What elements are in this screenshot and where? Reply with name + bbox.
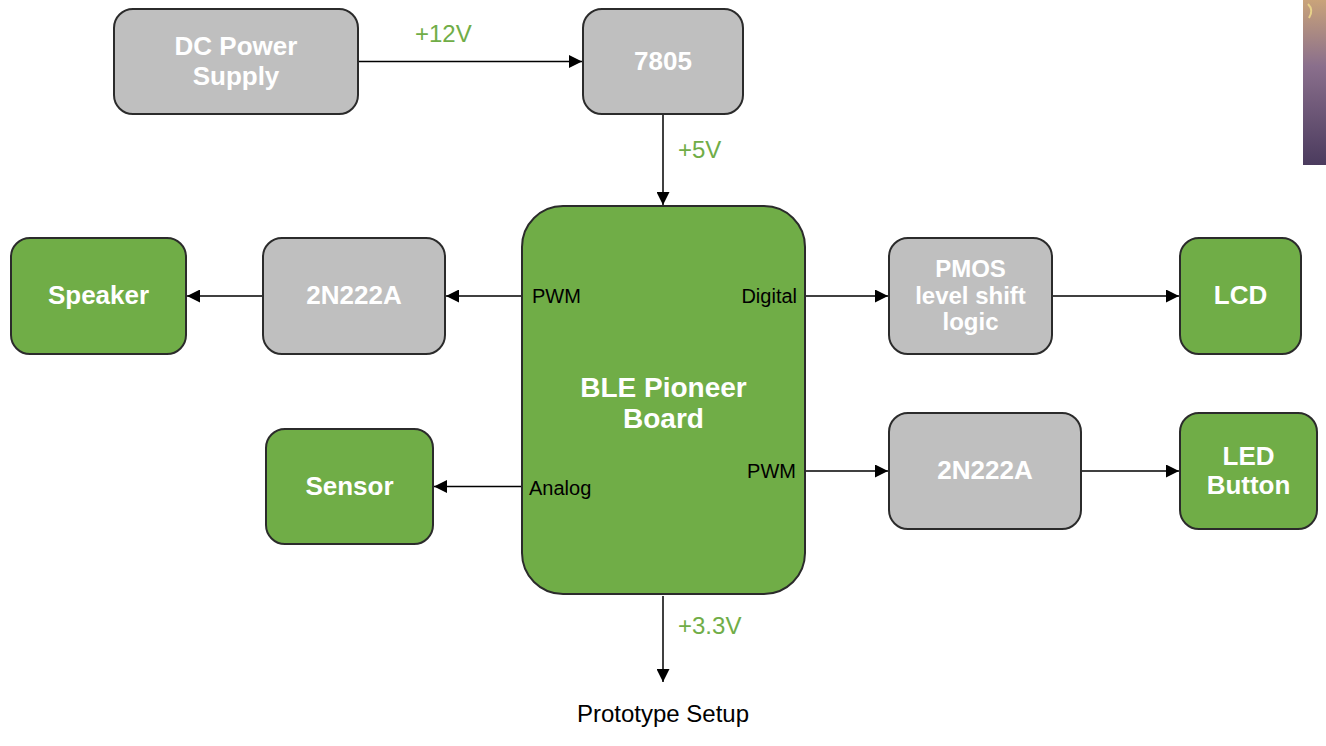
- signal-arrow: [446, 295, 521, 297]
- figure-caption: Prototype Setup: [0, 700, 1326, 728]
- signal-arrow: [662, 115, 664, 205]
- speaker-box: Speaker: [10, 237, 187, 355]
- signal-arrow: [434, 486, 521, 488]
- lcd-box: LCD: [1179, 237, 1302, 355]
- pin-label: PWM: [747, 460, 796, 483]
- pin-label: PWM: [532, 285, 581, 308]
- signal-arrow: [1053, 295, 1179, 297]
- box-title: Sensor: [305, 472, 393, 501]
- voltage-label: +3.3V: [678, 612, 741, 640]
- transistor-box: 2N222A: [888, 412, 1082, 530]
- sensor-box: Sensor: [265, 428, 434, 545]
- box-title: Speaker: [48, 281, 149, 310]
- button-box: LED Button: [1179, 412, 1318, 530]
- regulator-box: 7805: [582, 8, 744, 115]
- power-supply-box: DC Power Supply: [113, 8, 359, 115]
- signal-arrow: [806, 295, 888, 297]
- signal-arrow: [1082, 470, 1179, 472]
- voltage-label: +5V: [678, 136, 721, 164]
- box-title: DC Power Supply: [156, 32, 316, 90]
- photo-fragment: [1303, 0, 1326, 165]
- pin-label: Analog: [529, 477, 591, 500]
- board-box: BLE Pioneer BoardPWMDigitalAnalogPWM: [521, 205, 806, 595]
- box-title: LED Button: [1194, 442, 1304, 500]
- box-title: 2N222A: [937, 456, 1032, 485]
- voltage-label: +12V: [415, 20, 472, 48]
- box-title: BLE Pioneer Board: [569, 372, 759, 435]
- box-title: PMOS level shift logic: [909, 256, 1033, 337]
- box-title: LCD: [1214, 281, 1267, 310]
- signal-arrow: [359, 61, 582, 63]
- box-title: 2N222A: [306, 281, 401, 310]
- pin-label: Digital: [741, 285, 797, 308]
- photo-detail: [1308, 4, 1311, 18]
- level-shifter-box: PMOS level shift logic: [888, 237, 1053, 355]
- box-title: 7805: [634, 47, 692, 76]
- signal-arrow: [187, 295, 262, 297]
- transistor-box: 2N222A: [262, 237, 446, 355]
- signal-arrow: [806, 470, 888, 472]
- power-out-arrow: [662, 596, 664, 682]
